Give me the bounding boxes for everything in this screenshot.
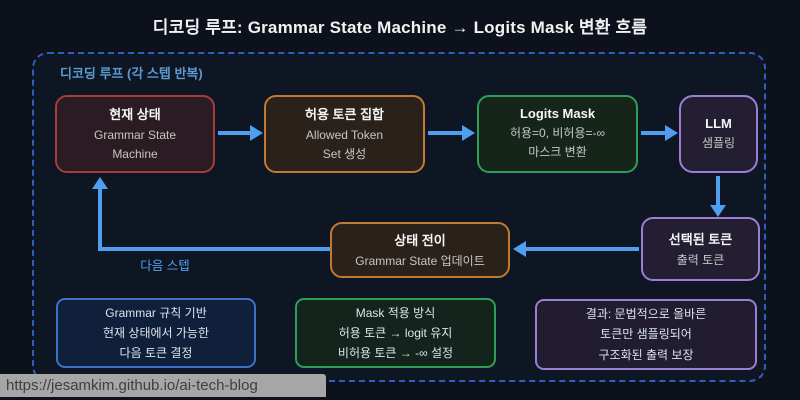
text-line: Machine [112, 147, 158, 161]
return-path-horizontal-line [98, 247, 330, 251]
node-state-transition: 상태 전이 Grammar State 업데이트 [330, 222, 510, 278]
arrow-current-to-allowed [218, 125, 263, 141]
arrowhead-right-icon [665, 125, 678, 141]
text-line: 구조화된 출력 보장 [598, 347, 694, 362]
text-line: Allowed Token [305, 128, 384, 143]
note-result: 결과: 문법적으로 올바른 토큰만 샘플링되어 구조화된 출력 보장 [535, 299, 757, 370]
arrowhead-up-icon [92, 177, 108, 189]
node-selected-token-subtitle: 출력 토큰 [676, 252, 725, 267]
text-line: 허용 토큰 → logit 유지 [338, 325, 453, 340]
text-line: Mask 적용 방식 [355, 305, 436, 320]
status-bar-url: https://jesamkim.github.io/ai-tech-blog [0, 374, 326, 397]
text-line: 허용=0, 비허용=-∞ [509, 126, 606, 141]
next-step-label: 다음 스텝 [140, 259, 190, 273]
node-llm-subtitle: 샘플링 [701, 135, 736, 150]
node-llm-title: LLM [705, 115, 732, 131]
node-state-transition-subtitle: Grammar State 업데이트 [355, 253, 485, 268]
text-line: 결과: 문법적으로 올바른 [585, 307, 707, 322]
note-mask-apply: Mask 적용 방식 허용 토큰 → logit 유지 비허용 토큰 → -∞ … [295, 298, 496, 368]
node-allowed-token-set: 허용 토큰 집합 Allowed Token Set 생성 [264, 95, 425, 173]
arrow-shaft [428, 131, 462, 135]
arrowhead-right-icon [462, 125, 475, 141]
node-logits-mask: Logits Mask 허용=0, 비허용=-∞ 마스크 변환 [477, 95, 638, 173]
note-grammar-rule: Grammar 규칙 기반 현재 상태에서 가능한 다음 토큰 결정 [56, 298, 256, 368]
text-line: Set 생성 [322, 147, 367, 161]
decoding-loop-label: 디코딩 루프 (각 스텝 반복) [60, 66, 203, 81]
arrow-shaft [218, 131, 250, 135]
arrow-shaft [641, 131, 665, 135]
arrowhead-right-icon [250, 125, 263, 141]
node-logits-mask-subtitle: 허용=0, 비허용=-∞ 마스크 변환 [510, 124, 605, 161]
arrowhead-down-icon [710, 205, 726, 217]
return-path-vertical-line [98, 188, 102, 251]
arrow-mask-to-llm [641, 125, 678, 141]
arrow-llm-to-selected [710, 176, 726, 217]
node-current-state-title: 현재 상태 [109, 107, 161, 123]
arrow-selected-to-transition [513, 241, 639, 257]
arrow-shaft [526, 247, 639, 251]
node-selected-token: 선택된 토큰 출력 토큰 [641, 217, 760, 281]
node-current-state-subtitle: Grammar State Machine [94, 126, 176, 163]
node-allowed-token-set-subtitle: Allowed Token Set 생성 [306, 126, 383, 163]
text-line: Grammar State [93, 128, 177, 143]
node-current-state: 현재 상태 Grammar State Machine [55, 95, 215, 173]
arrowhead-left-icon [513, 241, 526, 257]
text-line: 비허용 토큰 → -∞ 설정 [337, 346, 454, 361]
node-allowed-token-set-title: 허용 토큰 집합 [305, 107, 384, 123]
node-selected-token-title: 선택된 토큰 [668, 231, 733, 247]
node-state-transition-title: 상태 전이 [394, 232, 446, 248]
text-line: 다음 토큰 결정 [119, 346, 193, 361]
arrow-shaft [716, 176, 720, 205]
text-line: 토큰만 샘플링되어 [600, 327, 692, 342]
node-logits-mask-title: Logits Mask [519, 106, 596, 122]
page-title: 디코딩 루프: Grammar State Machine → Logits M… [152, 18, 648, 37]
text-line: Grammar 규칙 기반 [105, 305, 207, 320]
node-llm: LLM 샘플링 [679, 95, 758, 173]
text-line: 현재 상태에서 가능한 [102, 325, 210, 340]
text-line: 마스크 변환 [528, 145, 587, 159]
arrow-allowed-to-mask [428, 125, 475, 141]
